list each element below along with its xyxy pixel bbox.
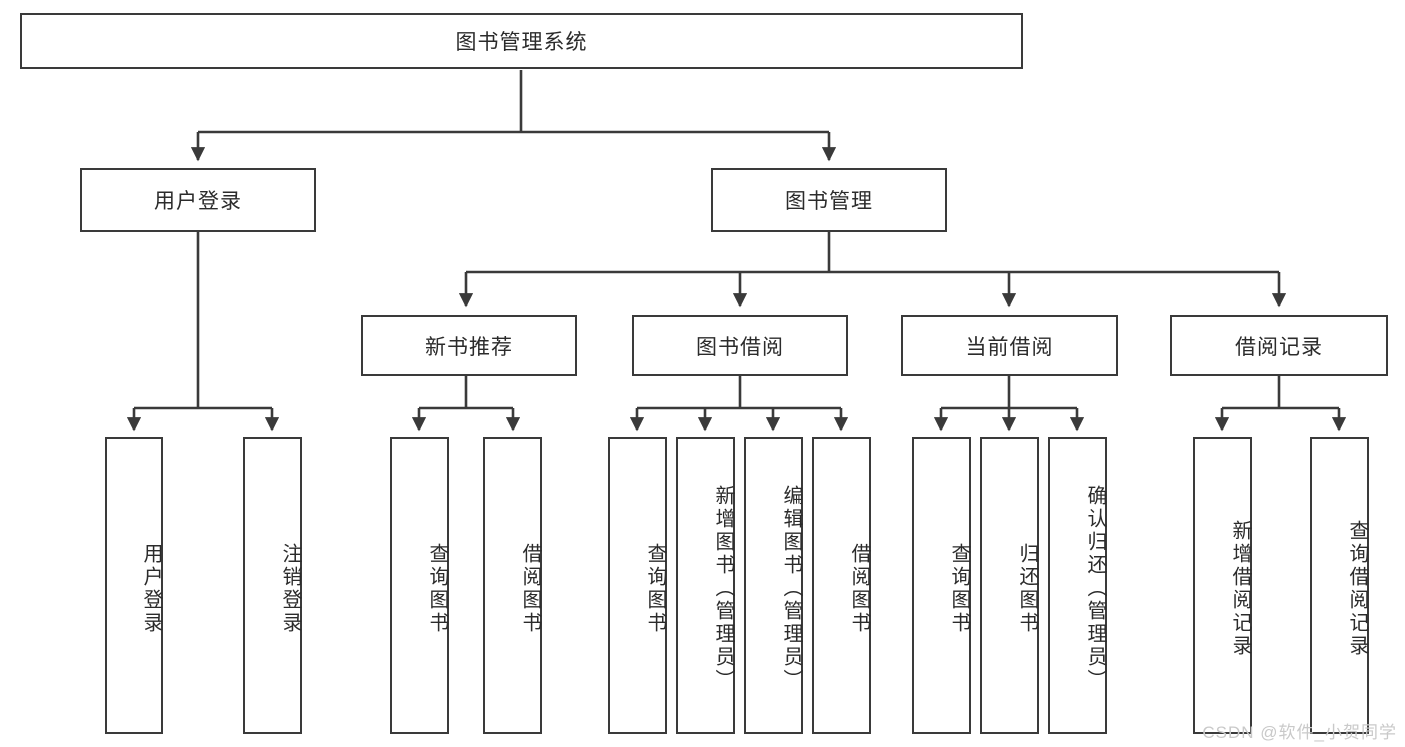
node-new-book-recommend[interactable]: 新书推荐 [361, 315, 577, 376]
node-leaf-borrow-book-1[interactable]: 借阅图书 [483, 437, 542, 734]
node-root-system[interactable]: 图书管理系统 [20, 13, 1023, 69]
node-leaf-query-book-2[interactable]: 查询图书 [608, 437, 667, 734]
node-label: 归还图书 [1016, 542, 1038, 635]
node-leaf-user-login[interactable]: 用户登录 [105, 437, 163, 734]
node-label: 图书管理系统 [455, 31, 588, 54]
node-leaf-confirm-return[interactable]: 确认归还（管理员） [1048, 437, 1107, 734]
node-leaf-edit-book[interactable]: 编辑图书（管理员） [744, 437, 803, 734]
node-book-borrow[interactable]: 图书借阅 [632, 315, 848, 376]
node-user-login[interactable]: 用户登录 [80, 168, 316, 232]
node-label: 借阅记录 [1235, 335, 1323, 359]
node-leaf-query-book-3[interactable]: 查询图书 [912, 437, 971, 734]
node-current-borrow[interactable]: 当前借阅 [901, 315, 1118, 376]
node-label: 新书推荐 [425, 335, 513, 359]
node-leaf-query-book-1[interactable]: 查询图书 [390, 437, 449, 734]
node-label: 查询图书 [426, 542, 448, 635]
node-leaf-borrow-book-2[interactable]: 借阅图书 [812, 437, 871, 734]
node-leaf-add-book[interactable]: 新增图书（管理员） [676, 437, 735, 734]
node-label: 图书借阅 [696, 335, 784, 359]
node-label: 查询图书 [644, 542, 666, 635]
node-label: 新增借阅记录 [1229, 519, 1251, 658]
node-leaf-add-record[interactable]: 新增借阅记录 [1193, 437, 1252, 734]
node-label: 查询借阅记录 [1346, 519, 1368, 658]
node-label: 编辑图书（管理员） [780, 485, 802, 692]
node-leaf-query-record[interactable]: 查询借阅记录 [1310, 437, 1369, 734]
node-label: 借阅图书 [519, 542, 541, 635]
node-label: 查询图书 [948, 542, 970, 635]
node-label: 当前借阅 [965, 335, 1054, 359]
node-label: 注销登录 [279, 542, 301, 635]
node-label: 图书管理 [785, 190, 873, 213]
node-label: 用户登录 [140, 542, 162, 635]
watermark-text: CSDN @软件_小贺同学 [1202, 723, 1397, 742]
node-book-manage[interactable]: 图书管理 [711, 168, 947, 232]
node-leaf-user-logout[interactable]: 注销登录 [243, 437, 302, 734]
node-borrow-record[interactable]: 借阅记录 [1170, 315, 1388, 376]
node-label: 新增图书（管理员） [712, 485, 734, 692]
node-label: 用户登录 [154, 190, 242, 213]
node-label: 确认归还（管理员） [1084, 485, 1106, 692]
node-label: 借阅图书 [848, 542, 870, 635]
node-leaf-return-book[interactable]: 归还图书 [980, 437, 1039, 734]
